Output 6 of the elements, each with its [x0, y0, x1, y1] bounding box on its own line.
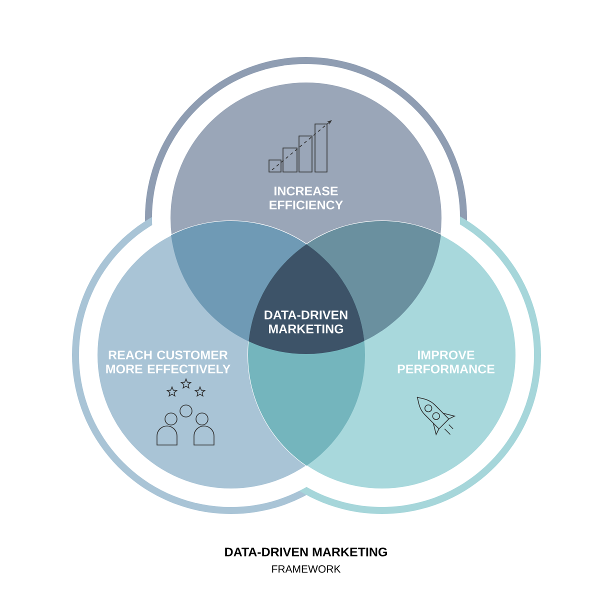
caption-text: DATA-DRIVEN MARKETING [225, 548, 387, 556]
center-label: DATA-DRIVEN MARKETING [264, 310, 348, 334]
caption-text: FRAMEWORK [272, 565, 341, 573]
circle-label: IMPROVE PERFORMANCE [398, 350, 494, 374]
circle-label: INCREASE EFFICIENCY [270, 186, 343, 210]
circle-label: REACH CUSTOMER MORE EFFECTIVELY [106, 350, 230, 374]
